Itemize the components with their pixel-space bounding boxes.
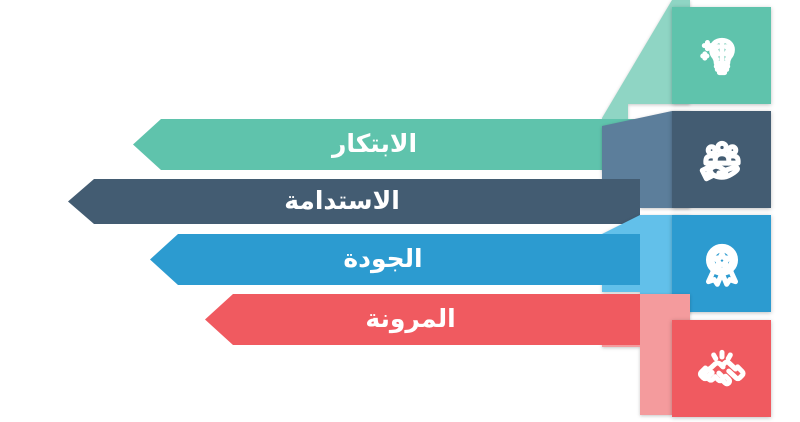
bar-label-sustainability: الاستدامة: [284, 187, 400, 215]
connector-shape: [602, 111, 690, 208]
handshake-icon: [696, 343, 748, 395]
bar-label-innovation: الابتكار: [331, 130, 418, 158]
bar-label-quality: الجودة: [343, 245, 423, 273]
bar-innovation[interactable]: الابتكار: [133, 119, 640, 170]
icon-tile-innovation[interactable]: [672, 7, 771, 104]
bar-quality[interactable]: الجودة: [150, 234, 640, 285]
bar-sustainability[interactable]: الاستدامة: [68, 179, 640, 224]
bar-label-flexibility: المرونة: [365, 305, 456, 333]
icon-tile-sustainability[interactable]: [672, 111, 771, 208]
bar-flexibility[interactable]: المرونة: [205, 294, 640, 345]
icon-tile-flexibility[interactable]: [672, 320, 771, 417]
people-on-hand-icon: [696, 134, 748, 186]
connector-sustainability: [602, 111, 690, 208]
award-medal-icon: [696, 238, 748, 290]
brain-lightbulb-icon: [696, 30, 748, 82]
